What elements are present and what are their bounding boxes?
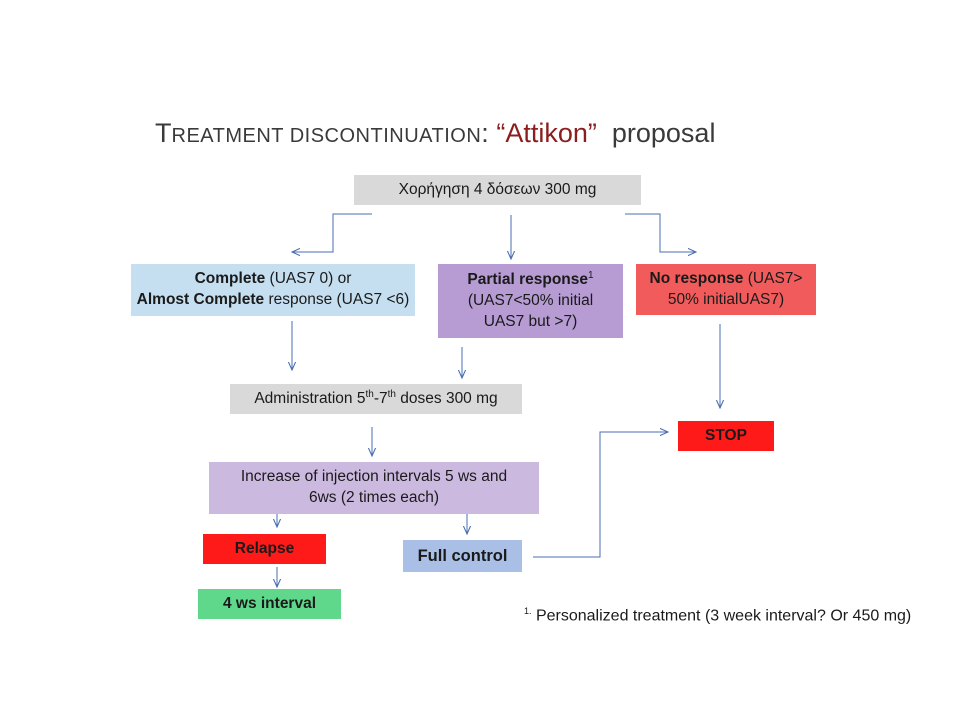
node-stop: STOP [678, 421, 774, 451]
title-initial: T [155, 118, 172, 148]
node-4ws-interval-label: 4 ws interval [222, 594, 317, 612]
node-complete-line1: Complete (UAS7 0) or [195, 269, 352, 290]
admin-dash: -7 [373, 390, 388, 408]
footnote: 1. Personalized treatment (3 week interv… [524, 606, 911, 625]
node-administration: Administration 5th-7th doses 300 mg [230, 384, 522, 414]
node-full-control-label: Full control [417, 546, 508, 565]
node-partial-response: Partial response1 (UAS7<50% initial UAS7… [438, 264, 623, 338]
footnote-marker: 1. [524, 606, 532, 616]
complete-text1: (UAS7 0) or [265, 270, 352, 288]
title-colon: : [481, 118, 489, 148]
node-full-control: Full control [403, 540, 522, 572]
title-proposal: proposal [611, 118, 716, 148]
node-complete-line2: Almost Complete response (UAS7 <6) [137, 290, 410, 311]
admin-sup2: th [387, 388, 396, 400]
title-smallcaps: REATMENT DISCONTINUATION [171, 125, 482, 147]
node-initial-doses-label: Χορήγηση 4 δόσεων 300 mg [398, 180, 597, 198]
node-increase-intervals: Increase of injection intervals 5 ws and… [209, 462, 539, 514]
footnote-text: Personalized treatment (3 week interval?… [531, 607, 912, 625]
node-stop-label: STOP [705, 426, 747, 444]
slide-title: TREATMENT DISCONTINUATION: “Attikon” pro… [155, 118, 715, 149]
node-initial-doses: Χορήγηση 4 δόσεων 300 mg [354, 175, 641, 205]
noresponse-text1: (UAS7> [743, 269, 803, 287]
node-complete-response: Complete (UAS7 0) or Almost Complete res… [131, 264, 415, 316]
node-noresponse-line2: 50% initialUAS7) [667, 290, 785, 308]
node-administration-label: Administration 5th-7th doses 300 mg [254, 388, 497, 410]
partial-bold: Partial response [467, 271, 589, 289]
node-partial-line1: Partial response1 [467, 269, 593, 291]
admin-text1: Administration 5 [254, 390, 366, 408]
admin-sup1: th [365, 388, 374, 400]
complete-text2: response (UAS7 <6) [264, 291, 410, 308]
node-relapse: Relapse [203, 534, 326, 564]
node-increase-line2: 6ws (2 times each) [308, 489, 440, 506]
partial-footnote-mark: 1 [588, 270, 594, 282]
node-partial-line3: UAS7 but >7) [483, 313, 578, 331]
arrow-fullcontrol-to-stop [533, 432, 668, 558]
arrow-top-to-noresponse [625, 213, 696, 252]
arrow-top-to-complete [292, 213, 372, 252]
node-4ws-interval: 4 ws interval [198, 589, 341, 619]
complete-bold: Complete [194, 270, 266, 288]
admin-text2: doses 300 mg [395, 390, 498, 408]
node-noresponse-line1: No response (UAS7> [650, 269, 803, 290]
node-relapse-label: Relapse [234, 539, 295, 557]
noresponse-bold: No response [649, 269, 744, 287]
node-no-response: No response (UAS7> 50% initialUAS7) [636, 264, 816, 315]
almost-complete-bold: Almost Complete [136, 291, 265, 308]
node-increase-line1: Increase of injection intervals 5 ws and [240, 468, 508, 486]
title-accent: “Attikon” [496, 118, 597, 148]
node-partial-line2: (UAS7<50% initial [467, 292, 594, 310]
